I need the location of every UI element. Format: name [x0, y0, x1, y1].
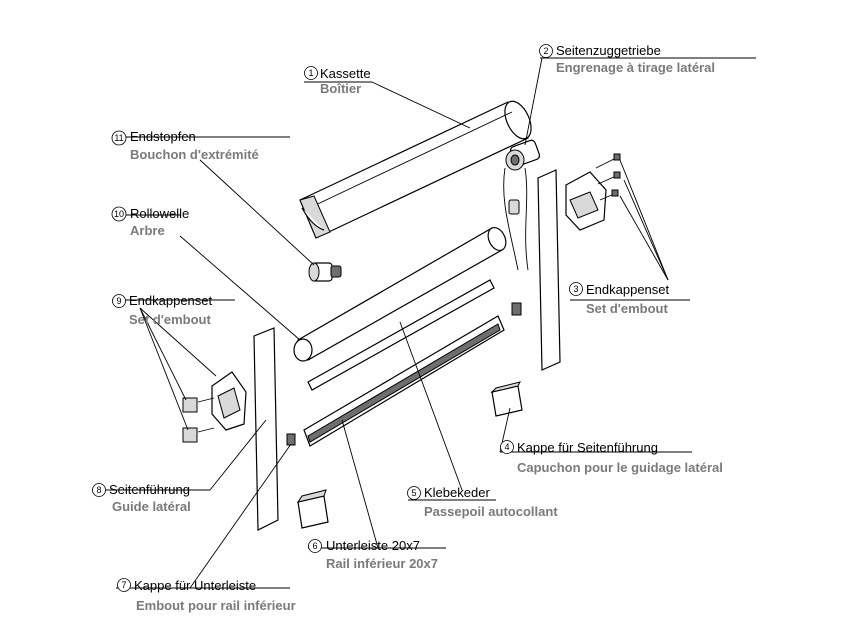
svg-text:Set d'embout: Set d'embout	[129, 312, 211, 327]
svg-text:3: 3	[573, 284, 578, 294]
right-side-guide-drawing	[537, 169, 561, 371]
svg-text:Unterleiste 20x7: Unterleiste 20x7	[326, 538, 420, 553]
label-part-1: 1 Kassette Boîtier	[304, 66, 371, 96]
part-7-bottom-rail-cap-drawing	[286, 433, 329, 529]
svg-text:Endkappenset: Endkappenset	[129, 293, 213, 308]
svg-text:Guide latéral: Guide latéral	[112, 499, 191, 514]
label-part-3: 3 Endkappenset Set d'embout	[569, 282, 670, 316]
svg-text:7: 7	[121, 580, 126, 590]
part-5-adhesive-strip-drawing	[307, 279, 495, 391]
svg-text:Endstopfen: Endstopfen	[130, 129, 196, 144]
svg-text:Seitenzuggetriebe: Seitenzuggetriebe	[556, 43, 661, 58]
svg-text:9: 9	[116, 296, 121, 306]
part-4-side-guide-cap-drawing	[490, 381, 523, 417]
svg-text:8: 8	[96, 485, 101, 495]
svg-text:Endkappenset: Endkappenset	[586, 282, 670, 297]
svg-text:Engrenage à tirage latéral: Engrenage à tirage latéral	[556, 60, 715, 75]
svg-text:Klebekeder: Klebekeder	[424, 485, 490, 500]
svg-text:Capuchon pour le guidage latér: Capuchon pour le guidage latéral	[517, 460, 723, 475]
label-part-9: 9 Endkappenset Set d'embout	[112, 293, 213, 327]
part-8-side-guide-drawing	[253, 327, 279, 531]
label-part-8: 8 Seitenführung Guide latéral	[92, 482, 191, 514]
svg-text:Rail inférieur 20x7: Rail inférieur 20x7	[326, 556, 438, 571]
svg-text:Boîtier: Boîtier	[320, 81, 361, 96]
part-1-cassette-drawing	[299, 100, 532, 239]
svg-text:Kappe für Seitenführung: Kappe für Seitenführung	[517, 440, 658, 455]
part-6-bottom-rail-drawing	[303, 315, 505, 447]
label-part-6: 6 Unterleiste 20x7 Rail inférieur 20x7	[308, 538, 438, 571]
part-3-end-cap-set-drawing	[565, 153, 621, 231]
svg-text:10: 10	[114, 209, 124, 219]
svg-text:Seitenführung: Seitenführung	[109, 482, 190, 497]
part-10-roller-tube-drawing	[293, 227, 507, 362]
svg-text:Arbre: Arbre	[130, 223, 165, 238]
svg-text:Bouchon d'extrémité: Bouchon d'extrémité	[130, 147, 259, 162]
svg-text:11: 11	[114, 133, 123, 143]
part-11-end-plug-drawing	[308, 262, 342, 282]
svg-text:Rollowelle: Rollowelle	[130, 206, 189, 221]
svg-text:5: 5	[411, 488, 416, 498]
leader-lines	[92, 57, 756, 589]
svg-text:Embout pour rail inférieur: Embout pour rail inférieur	[136, 598, 296, 613]
svg-text:Passepoil autocollant: Passepoil autocollant	[424, 504, 558, 519]
svg-text:Kappe für Unterleiste: Kappe für Unterleiste	[134, 578, 256, 593]
svg-text:4: 4	[504, 442, 509, 452]
label-part-10: 10 Rollowelle Arbre	[111, 206, 189, 238]
part-2-chain-gear-drawing	[503, 139, 541, 271]
label-part-4: 4 Kappe für Seitenführung Capuchon pour …	[500, 440, 723, 475]
svg-text:Set d'embout: Set d'embout	[586, 301, 668, 316]
part-9-end-cap-set-drawing	[182, 371, 247, 443]
svg-text:2: 2	[543, 46, 548, 56]
label-part-11: 11 Endstopfen Bouchon d'extrémité	[111, 129, 259, 162]
label-part-5: 5 Klebekeder Passepoil autocollant	[407, 485, 558, 519]
label-part-2: 2 Seitenzuggetriebe Engrenage à tirage l…	[539, 43, 715, 75]
svg-text:6: 6	[312, 541, 317, 551]
svg-text:Kassette: Kassette	[320, 66, 371, 81]
label-part-7: 7 Kappe für Unterleiste Embout pour rail…	[117, 578, 296, 613]
right-bottom-rail-clip-drawing	[511, 302, 522, 316]
svg-text:1: 1	[308, 68, 313, 78]
